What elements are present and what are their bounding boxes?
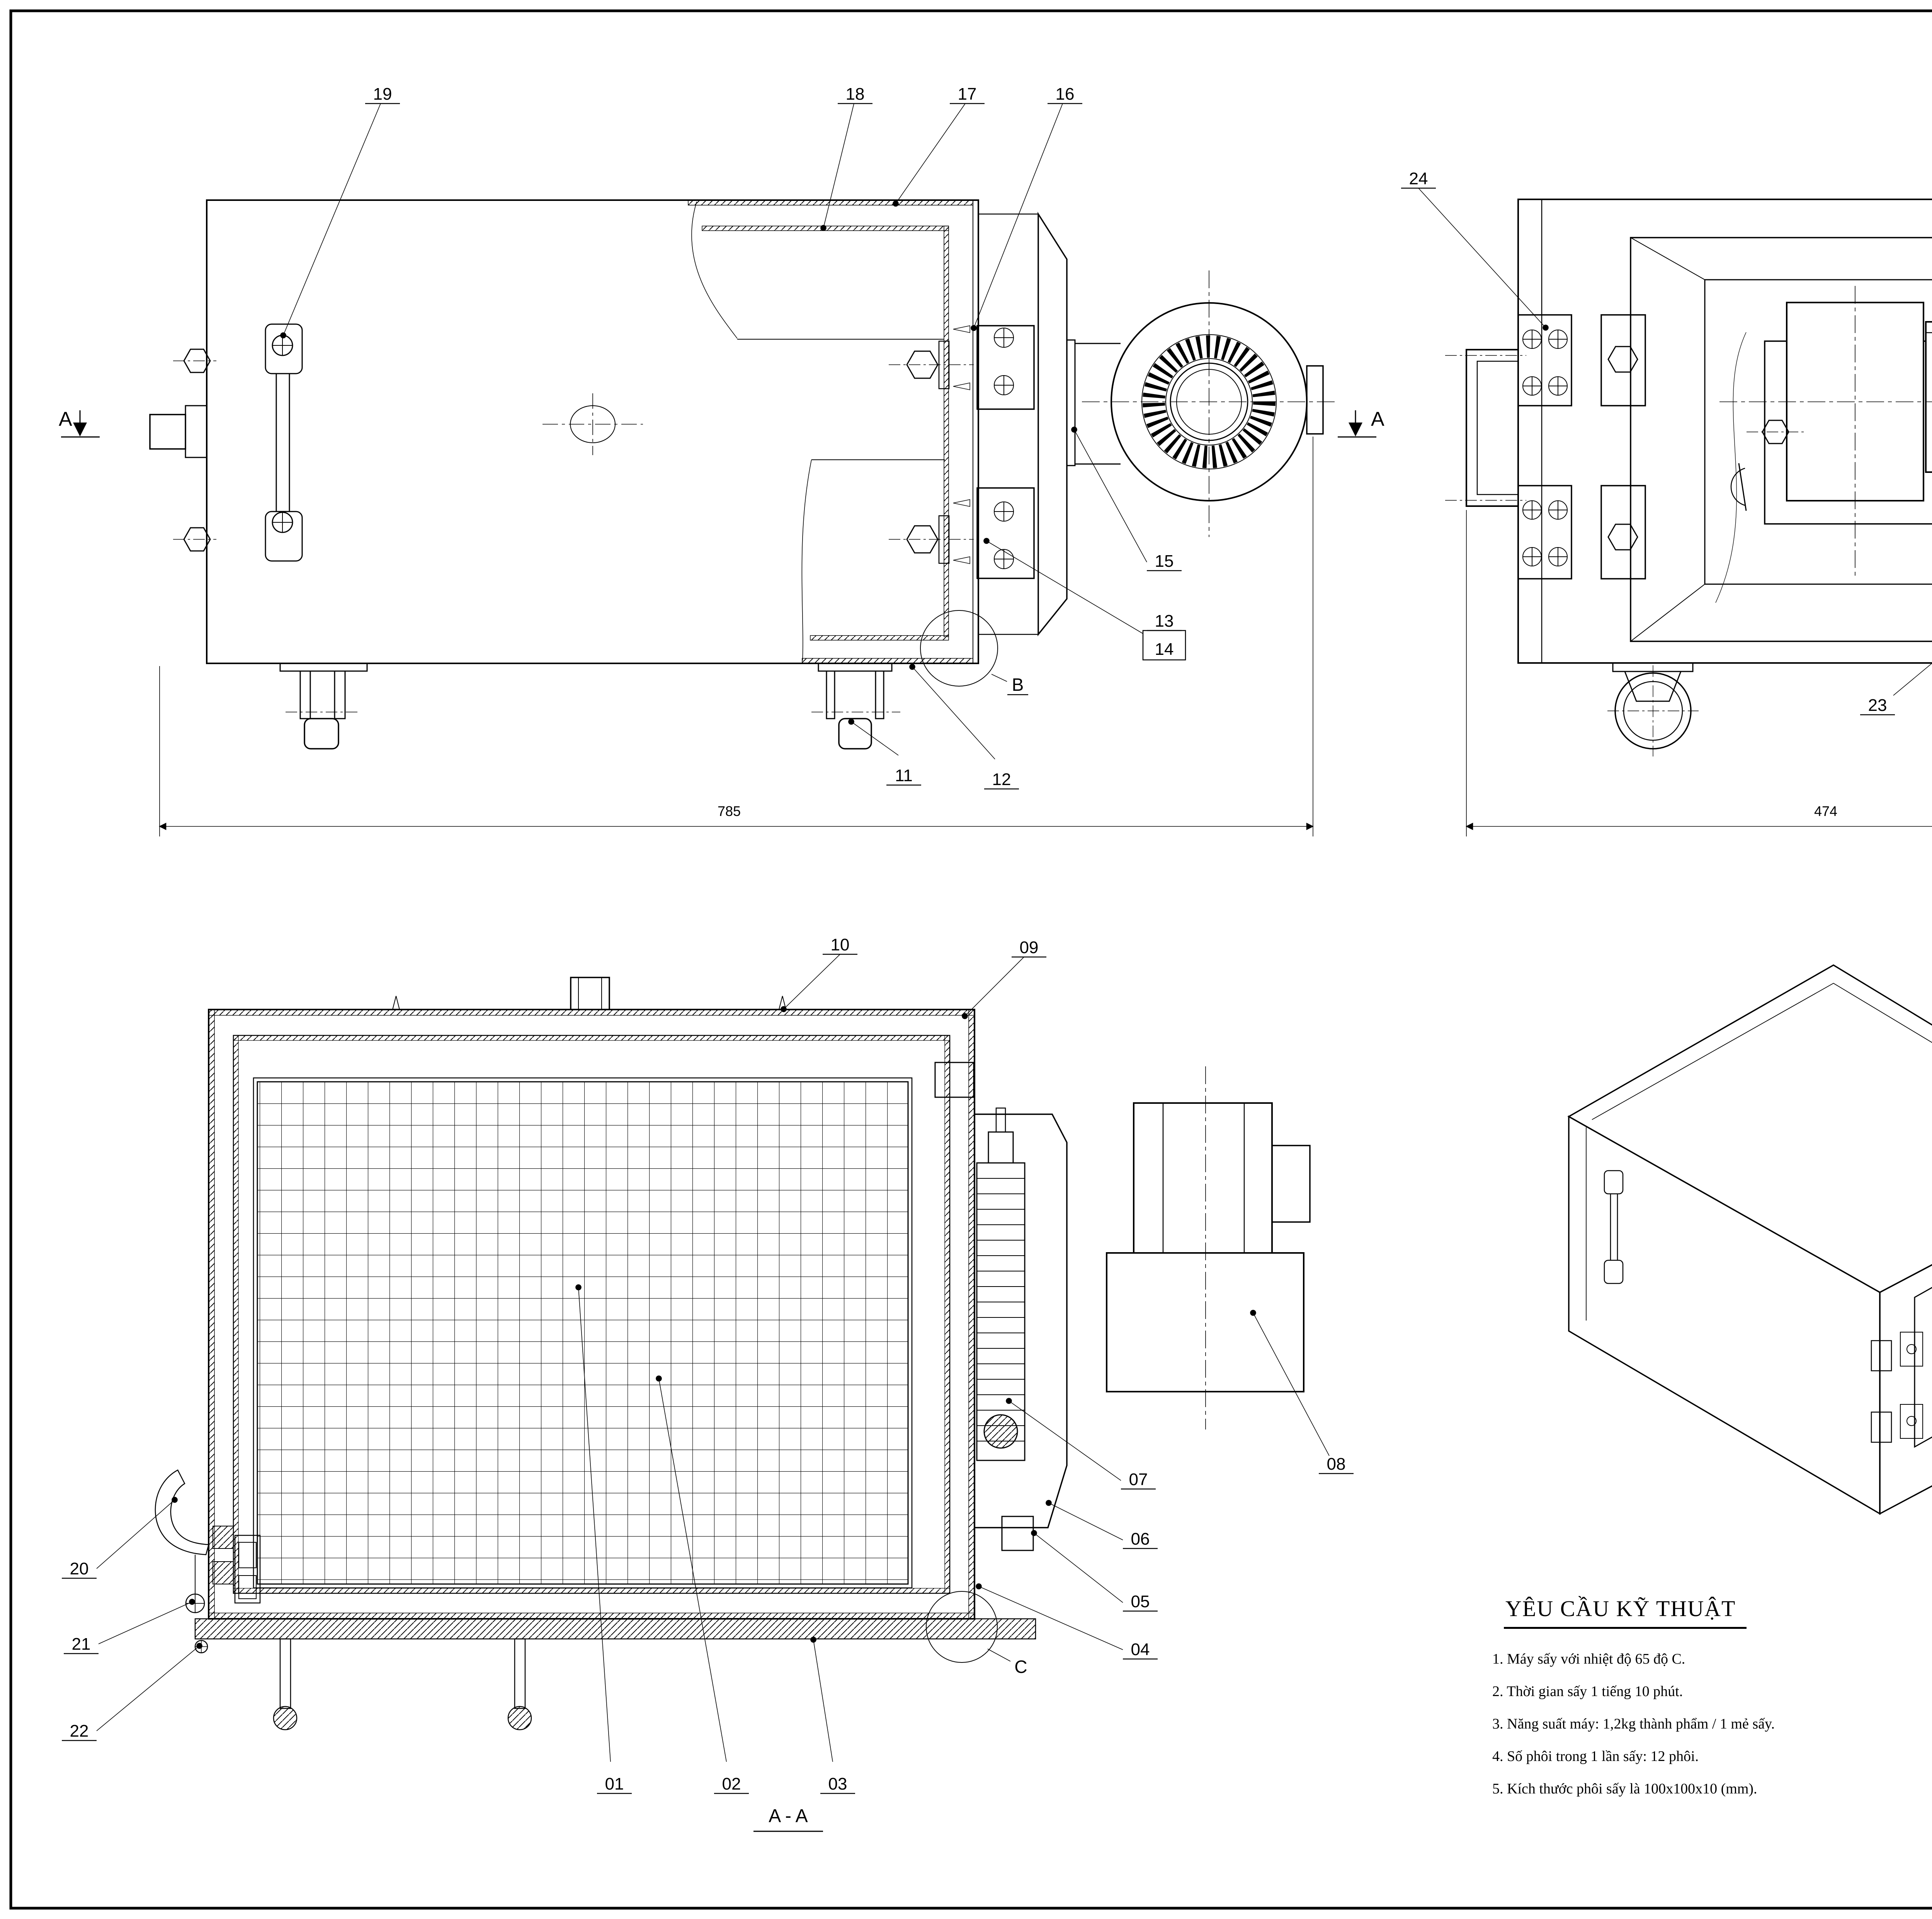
callout-19: 19 bbox=[373, 85, 392, 104]
requirement-item: 2. Thời gian sấy 1 tiếng 10 phút. bbox=[1492, 1683, 1683, 1700]
casters bbox=[1607, 662, 1699, 756]
requirements-title: YÊU CẦU KỸ THUẬT bbox=[1504, 1596, 1747, 1629]
door-latch bbox=[155, 1469, 261, 1654]
technical-requirements: YÊU CẦU KỸ THUẬT 1. Máy sấy với nhiệt độ… bbox=[1492, 1596, 1932, 1805]
callout-20: 20 bbox=[70, 1559, 89, 1578]
callout-04: 04 bbox=[1131, 1640, 1150, 1659]
section-label: A - A bbox=[769, 1806, 808, 1826]
section-marker-a-right bbox=[1338, 410, 1376, 438]
dim-785 bbox=[159, 437, 1314, 836]
requirement-item: 1. Máy sấy với nhiệt độ 65 độ C. bbox=[1492, 1651, 1685, 1667]
callout-16: 16 bbox=[1056, 85, 1075, 104]
callout-leaders-section bbox=[62, 954, 1354, 1832]
callout-11: 11 bbox=[895, 766, 913, 785]
plate-screws bbox=[994, 328, 1014, 569]
callout-05: 05 bbox=[1131, 1592, 1150, 1611]
section-letter-right: A bbox=[1371, 408, 1384, 430]
dim-785-text: 785 bbox=[718, 803, 741, 819]
iso-handle bbox=[1604, 1170, 1624, 1284]
callout-08: 08 bbox=[1327, 1455, 1346, 1474]
callout-06: 06 bbox=[1131, 1530, 1150, 1548]
callout-13: 13 bbox=[1155, 612, 1174, 631]
view-side bbox=[61, 103, 1376, 836]
callout-14: 14 bbox=[1155, 640, 1174, 659]
view-section bbox=[62, 954, 1354, 1832]
detail-c-ref: C bbox=[1014, 1657, 1027, 1677]
section-letter-left: A bbox=[59, 408, 72, 430]
door-handle bbox=[265, 323, 303, 562]
dim-474 bbox=[1466, 510, 1932, 836]
requirements-list: 1. Máy sấy với nhiệt độ 65 độ C. 2. Thời … bbox=[1492, 1643, 1932, 1805]
callout-17: 17 bbox=[958, 85, 977, 104]
requirement-item: 3. Năng suất máy: 1,2kg thành phẩm / 1 m… bbox=[1492, 1716, 1775, 1732]
callout-21: 21 bbox=[72, 1635, 91, 1654]
callout-01: 01 bbox=[605, 1775, 624, 1793]
callout-02: 02 bbox=[722, 1775, 741, 1793]
sheet-border bbox=[9, 9, 1932, 1910]
callout-23: 23 bbox=[1868, 696, 1887, 715]
callout-12: 12 bbox=[992, 770, 1011, 789]
requirement-item: 5. Kích thước phôi sấy là 100x100x10 (mm… bbox=[1492, 1781, 1757, 1797]
requirement-item: 4. Số phôi trong 1 lần sấy: 12 phôi. bbox=[1492, 1748, 1699, 1764]
blower-fan bbox=[1082, 270, 1337, 537]
callout-24: 24 bbox=[1409, 169, 1428, 188]
dim-474-text: 474 bbox=[1814, 803, 1837, 819]
mesh-tray bbox=[257, 1081, 909, 1585]
fan-housing-section bbox=[1106, 1066, 1311, 1429]
legs bbox=[279, 663, 900, 750]
callout-18: 18 bbox=[846, 85, 865, 104]
iso-hinges bbox=[1871, 1332, 1923, 1443]
callout-leaders-rear bbox=[1401, 187, 1932, 716]
heater-panel bbox=[974, 1113, 1068, 1528]
callout-07: 07 bbox=[1129, 1470, 1148, 1489]
callout-03: 03 bbox=[828, 1775, 847, 1793]
callout-10: 10 bbox=[831, 935, 850, 954]
view-rear bbox=[1401, 187, 1932, 836]
heater-coil bbox=[976, 1107, 1026, 1461]
detail-b-ref: B bbox=[1012, 675, 1024, 695]
hinge-screws bbox=[1522, 330, 1568, 566]
section-marker-a-left bbox=[61, 410, 100, 438]
callout-22: 22 bbox=[70, 1722, 89, 1741]
callout-09: 09 bbox=[1020, 938, 1039, 957]
callout-15: 15 bbox=[1155, 552, 1174, 571]
callout-leaders-side bbox=[280, 103, 1186, 790]
view-iso bbox=[1567, 964, 1932, 1515]
